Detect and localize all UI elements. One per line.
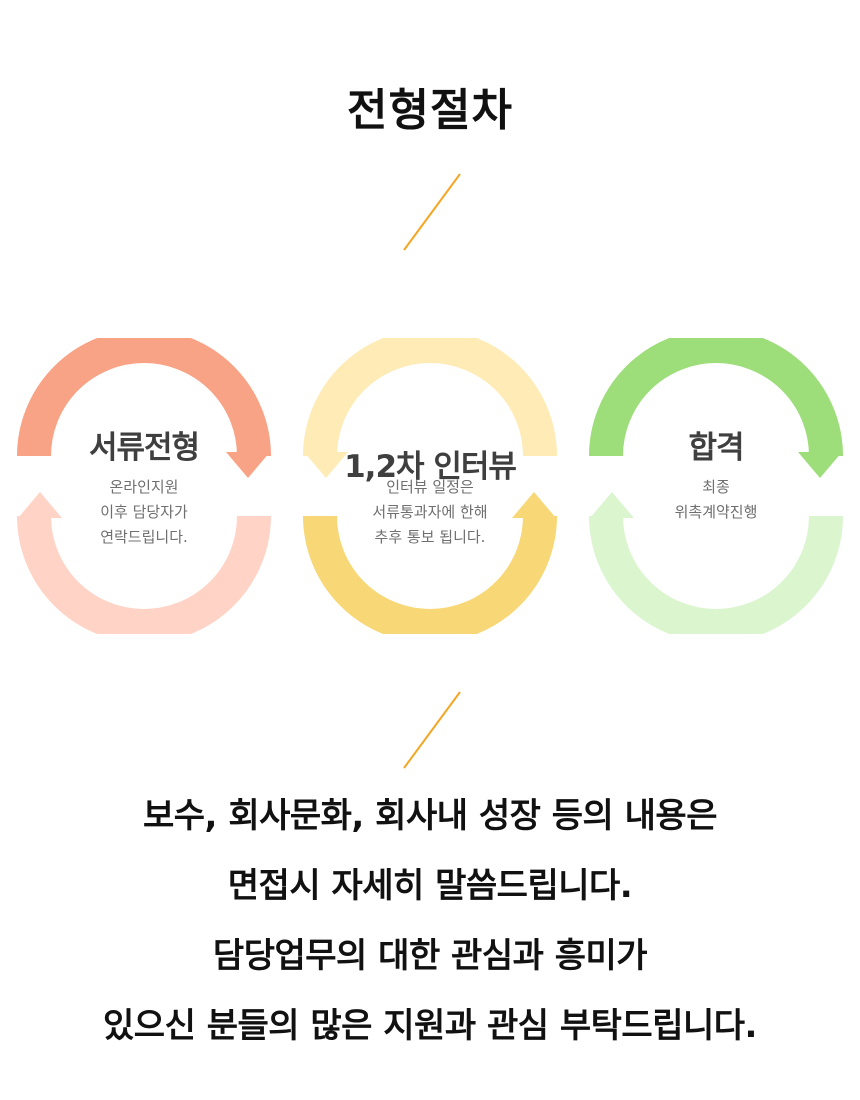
step-document-screening: 서류전형 온라인지원 이후 담당자가 연락드립니다.	[14, 338, 274, 634]
closing-line: 보수, 회사문화, 회사내 성장 등의 내용은	[143, 796, 718, 836]
divider-slash-top	[403, 173, 461, 251]
cycle-arrows-icon	[303, 338, 557, 634]
step-desc-line: 위촉계약진행	[674, 503, 758, 521]
step-desc-line: 서류통과자에 한해	[372, 503, 488, 521]
step-interview: 1,2차 인터뷰 인터뷰 일정은 서류통과자에 한해 추후 통보 됩니다.	[300, 338, 560, 634]
step-desc-line: 연락드립니다.	[100, 528, 188, 546]
step-desc-line: 온라인지원	[109, 478, 179, 496]
step-title: 합격	[688, 430, 744, 466]
closing-line: 담당업무의 대한 관심과 흥미가	[212, 936, 648, 976]
closing-line: 있으신 분들의 많은 지원과 관심 부탁드립니다.	[103, 1006, 757, 1046]
page-title: 전형절차	[347, 85, 513, 136]
step-description: 온라인지원 이후 담당자가 연락드립니다.	[14, 475, 274, 550]
step-description: 인터뷰 일정은 서류통과자에 한해 추후 통보 됩니다.	[300, 475, 560, 550]
step-description: 최종 위촉계약진행	[586, 475, 846, 525]
step-title: 1,2차 인터뷰	[344, 449, 517, 485]
step-acceptance: 합격 최종 위촉계약진행	[586, 338, 846, 634]
closing-message: 보수, 회사문화, 회사내 성장 등의 내용은 면접시 자세히 말씀드립니다. …	[0, 788, 860, 1068]
cycle-arrows-icon	[589, 338, 843, 634]
divider-slash-bottom	[403, 691, 461, 769]
step-desc-line: 인터뷰 일정은	[386, 478, 474, 496]
closing-line: 면접시 자세히 말씀드립니다.	[227, 866, 633, 906]
step-desc-line: 추후 통보 됩니다.	[374, 528, 486, 546]
step-desc-line: 최종	[702, 478, 730, 496]
cycle-arrows-icon	[17, 338, 271, 634]
step-desc-line: 이후 담당자가	[100, 503, 188, 521]
step-title: 서류전형	[88, 430, 200, 466]
